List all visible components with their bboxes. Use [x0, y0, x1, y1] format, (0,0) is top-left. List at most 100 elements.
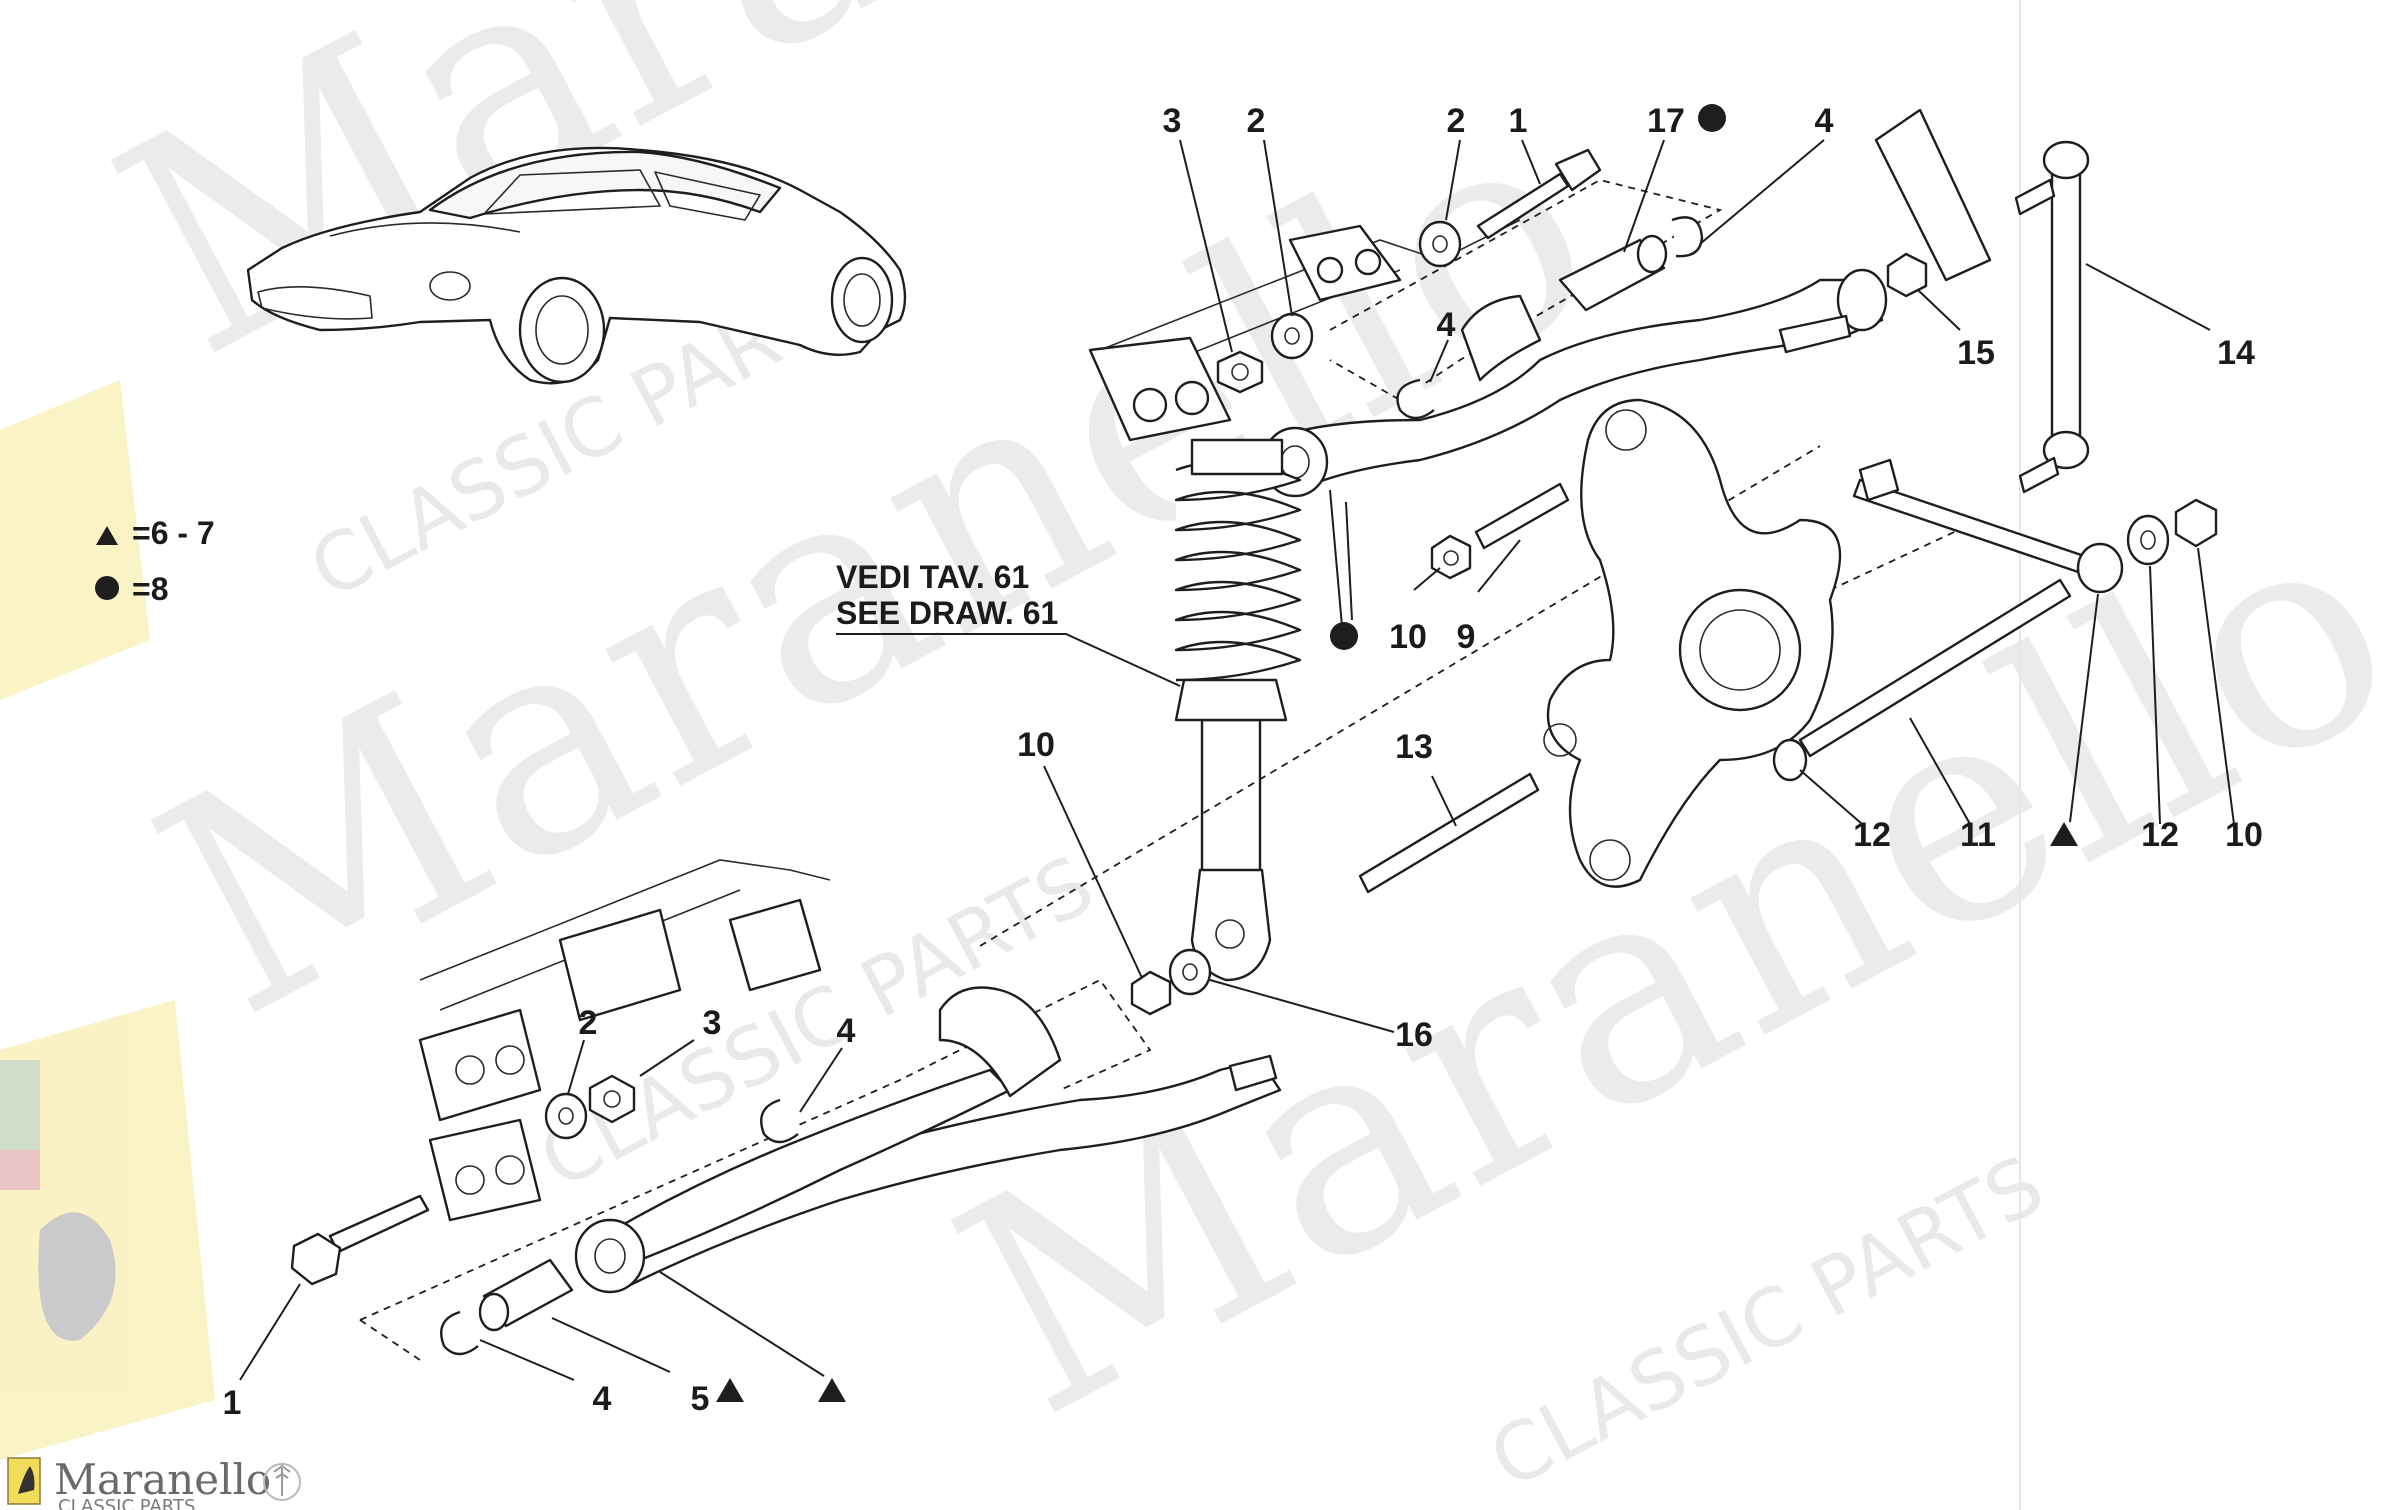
car-rear-wheel [830, 256, 894, 344]
callout-label: 1 [223, 1384, 242, 1422]
leader-line [1909, 717, 1971, 825]
leader-line [1431, 775, 1457, 827]
long-bolt [1798, 578, 2072, 758]
spring-top-seat [1190, 438, 1284, 476]
brand-logo: Maranello CLASSIC PARTS [7, 1455, 301, 1510]
callout-label: 2 [579, 1004, 598, 1042]
stud [1358, 772, 1540, 894]
trident-icon [263, 1463, 301, 1501]
damper-body [1200, 718, 1262, 882]
callout-label: 14 [2217, 334, 2255, 372]
flag-strip-red [0, 1150, 40, 1190]
nut [1886, 252, 1928, 298]
bolt [1476, 148, 1602, 240]
upper-arm-bush [1836, 268, 1888, 332]
leader-line [1917, 289, 1961, 331]
callout-label: 17 [1647, 102, 1685, 140]
bracket-hole [455, 1055, 485, 1085]
car-side-window [654, 171, 761, 221]
bracket-hole [1174, 380, 1210, 416]
car-front-wheel [518, 276, 606, 384]
upper-control-arm [1261, 268, 1888, 498]
lower-mount-bracket [418, 1008, 542, 1122]
leader-line [1209, 979, 1395, 1033]
car-headlight [429, 271, 471, 301]
leader-line [639, 1039, 695, 1077]
lower-mount-bracket [728, 898, 822, 992]
leader-line [567, 1039, 585, 1095]
callout-label: 10 [1389, 618, 1427, 656]
filled-circle-symbol [1330, 622, 1358, 650]
callout-label: 3 [703, 1004, 722, 1042]
washer [544, 1092, 588, 1140]
triangle-symbol [818, 1378, 846, 1402]
lower-ball-joint [1589, 839, 1631, 881]
flag-strip-green [0, 1060, 40, 1150]
leader-line [2197, 547, 2235, 825]
lower-arm-ball-stud [1228, 1054, 1278, 1092]
clip [440, 1310, 479, 1356]
callout-label: 10 [1017, 726, 1055, 764]
leader-line [2085, 263, 2211, 331]
bushing [1558, 234, 1668, 312]
washer [1270, 312, 1314, 360]
lower-arm-inner-bush [938, 986, 1062, 1098]
upper-arm-body [1268, 278, 1884, 492]
upper-mount-bracket [1288, 224, 1402, 302]
legend-triangle-icon [96, 526, 118, 545]
hub-bore-inner [1699, 609, 1781, 691]
upper-arm-stub [1778, 314, 1852, 354]
middle-assembly-boundary [979, 445, 1821, 947]
right-fasteners [1358, 108, 2218, 894]
callout-label: 9 [1457, 618, 1476, 656]
reference-line-1: VEDI TAV. 61 [836, 559, 1029, 595]
middle-assembly-boundary [1829, 519, 1981, 591]
leader-line [2069, 593, 2099, 823]
callout-label: 11 [1960, 816, 1996, 854]
leader-line [1799, 769, 1863, 825]
callout-label: 12 [2141, 816, 2179, 854]
leader-line [239, 1283, 301, 1381]
toe-link-mount [1543, 723, 1577, 757]
leader-line [1623, 139, 1665, 253]
hub-bore [1678, 588, 1802, 712]
reference-note: VEDI TAV. 61 SEE DRAW. 61 [836, 559, 1181, 687]
legend-circle-icon [95, 576, 119, 600]
leader-line [1477, 539, 1521, 593]
bolt [290, 1194, 430, 1286]
lower-subframe-mounts [418, 859, 831, 1222]
nut [588, 1074, 636, 1124]
left-badge-decoration [0, 380, 215, 1460]
callout-labels: 3 2 2 1 17 4 4 15 14 10 9 13 10 16 12 11… [223, 102, 2263, 1422]
marker-symbols [716, 104, 2078, 1402]
leader-line [1445, 139, 1461, 221]
lower-assembly-boundary [359, 1319, 421, 1361]
bracket-hole [1132, 387, 1168, 423]
leader-line [1429, 339, 1449, 383]
reference-leader [836, 633, 1181, 687]
lower-arm-eye [574, 1218, 646, 1294]
nut [2174, 498, 2218, 548]
leader-line [479, 1339, 575, 1381]
spring-seat [1174, 678, 1288, 722]
car-roof [428, 150, 782, 220]
horse-silhouette [38, 1212, 116, 1341]
brand-name: Maranello [54, 1455, 271, 1504]
coil-spring [1174, 460, 1302, 682]
bracket-hole [495, 1155, 525, 1185]
filled-circle-symbol [1698, 104, 1726, 132]
lower-control-arm [574, 986, 1282, 1294]
lower-assembly-boundary [359, 978, 1152, 1321]
nut [1216, 350, 1264, 394]
leader-line [1179, 139, 1233, 353]
car-grille [257, 286, 373, 320]
lower-fasteners [290, 948, 1212, 1356]
leader-line [1413, 567, 1441, 591]
hub-carrier [1543, 398, 1842, 888]
bracket-plate [1874, 108, 1992, 282]
nut [1430, 534, 1472, 580]
clip [1671, 216, 1704, 258]
stud [1474, 482, 1570, 550]
washer [1168, 948, 1212, 996]
